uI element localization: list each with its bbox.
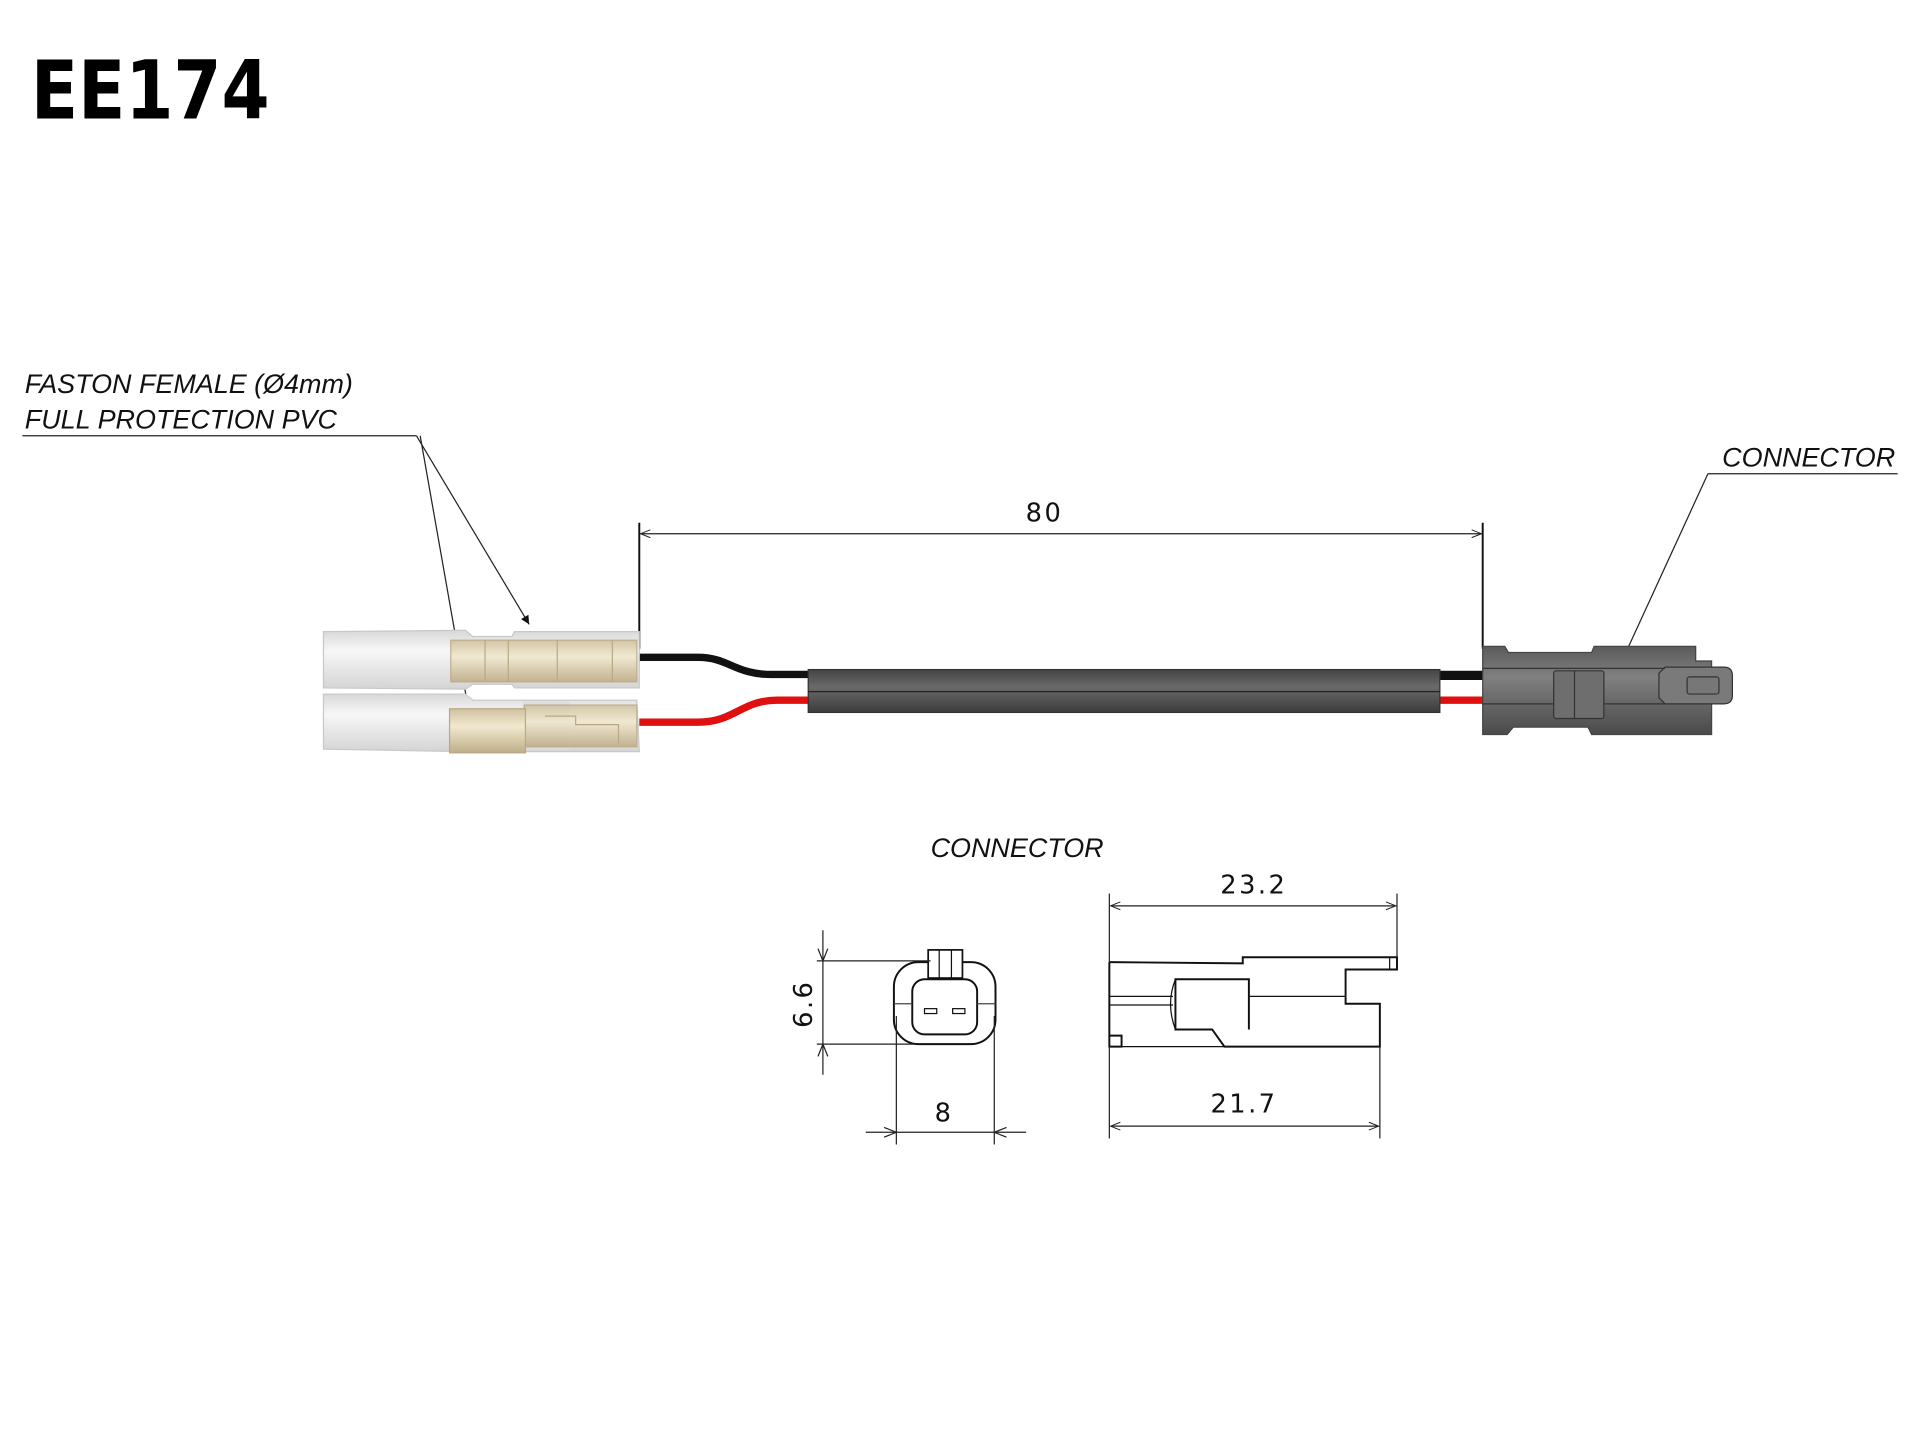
dim-6-6-text: 6.6 bbox=[789, 980, 819, 1028]
faston-terminal-top bbox=[322, 629, 640, 690]
connector-callout-label: CONNECTOR bbox=[1722, 442, 1895, 472]
dim-6-6-arrows bbox=[817, 948, 829, 1057]
dim-8-text: 8 bbox=[935, 1098, 954, 1128]
faston-label-line2: FULL PROTECTION PVC bbox=[25, 404, 338, 434]
dim-8-arrows bbox=[883, 1126, 1007, 1138]
part-number-title: EE174 bbox=[31, 45, 270, 139]
connector-side-view bbox=[1108, 956, 1398, 1048]
cable-sheath bbox=[807, 668, 1441, 714]
black-wire bbox=[639, 653, 1484, 679]
red-wire bbox=[639, 696, 1484, 726]
faston-label-line1: FASTON FEMALE (Ø4mm) bbox=[25, 369, 353, 399]
dim-23-2-text: 23.2 bbox=[1220, 871, 1287, 901]
faston-terminal-bottom bbox=[322, 693, 640, 754]
dim-21-7-text: 21.7 bbox=[1210, 1090, 1277, 1120]
dim-80-text: 80 bbox=[1026, 498, 1064, 528]
connector-detail-title: CONNECTOR bbox=[931, 833, 1104, 863]
connector-main bbox=[1482, 645, 1734, 736]
connector-front-view bbox=[892, 949, 997, 1046]
faston-leader-top bbox=[415, 435, 530, 625]
